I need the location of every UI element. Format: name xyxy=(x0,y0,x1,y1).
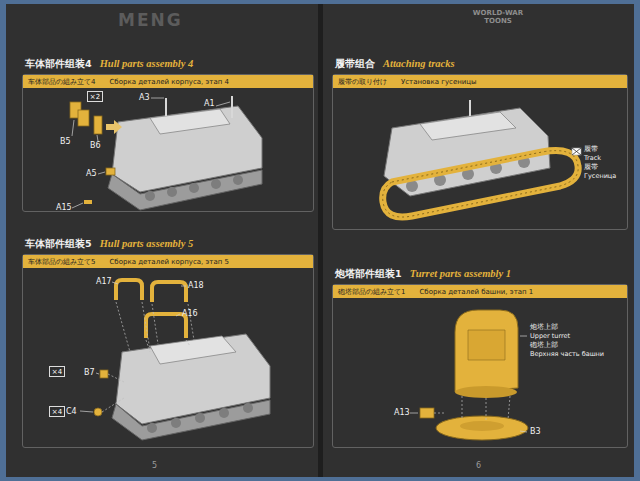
heading-chinese: 车体部件组装4 xyxy=(25,58,92,71)
subtitle-japanese: 车体部品の組み立て4 xyxy=(28,77,95,87)
track-figure xyxy=(383,100,581,217)
section-heading: 炮塔部件组装1 Turret parts assembly 1 xyxy=(335,268,511,281)
callout-number: A17 xyxy=(96,278,112,286)
quantity-box: ×4 xyxy=(49,406,65,417)
part-label: Гусеница xyxy=(584,173,616,180)
hull-figure-5 xyxy=(80,280,270,440)
heading-english: Attaching tracks xyxy=(383,58,454,69)
quantity-mark: ×2 xyxy=(90,93,100,101)
booklet xyxy=(6,4,634,477)
subtitle-japanese: 车体部品の組み立て5 xyxy=(28,257,95,267)
part-label: 砲塔上部 xyxy=(530,342,558,349)
instruction-panel: 车体部件组装4Hull parts assembly 4车体部品の組み立て4Сб… xyxy=(22,74,314,212)
series-logo: WORLD-WAR TOONS xyxy=(468,10,528,25)
quantity-box: ×4 xyxy=(49,366,65,377)
heading-chinese: 履带组合 xyxy=(335,58,375,71)
section-heading: 车体部件组装4 Hull parts assembly 4 xyxy=(25,58,193,71)
part-label: 履帯 xyxy=(584,164,598,171)
callout-number: B6 xyxy=(90,142,101,150)
subtitle-band: 履帯の取り付け Установка гусеницы xyxy=(333,75,627,88)
callout-number: A16 xyxy=(182,310,198,318)
callout-number: A5 xyxy=(86,170,97,178)
subtitle-russian: Сборка деталей корпуса, этап 4 xyxy=(109,78,228,86)
callout-number: B5 xyxy=(60,138,71,146)
callout-number: A18 xyxy=(188,282,204,290)
section-heading: 履带组合 Attaching tracks xyxy=(335,58,454,71)
part-label: Track xyxy=(584,155,601,162)
subtitle-band: 砲塔部品の組み立て1 Сборка деталей башни, этап 1 xyxy=(333,285,627,298)
quantity-mark: ×4 xyxy=(52,408,62,416)
part-label: 炮塔上部 xyxy=(530,324,558,331)
subtitle-band: 车体部品の組み立て5 Сборка деталей корпуса, этап 5 xyxy=(23,255,313,268)
part-label: Upper turret xyxy=(530,333,570,340)
quantity-mark: ×4 xyxy=(52,368,62,376)
heading-english: Hull parts assembly 4 xyxy=(100,58,194,69)
spine xyxy=(318,4,323,477)
section-heading: 车体部件组装5 Hull parts assembly 5 xyxy=(25,238,193,251)
part-label: Верхняя часть башни xyxy=(530,351,604,358)
page-number: 6 xyxy=(476,462,481,470)
callout-number: A3 xyxy=(139,94,150,102)
instruction-panel: 履带组合Attaching tracks履帯の取り付けУстановка гус… xyxy=(332,74,628,230)
subtitle-russian: Установка гусеницы xyxy=(401,78,477,86)
subtitle-japanese: 履帯の取り付け xyxy=(338,77,387,87)
subtitle-russian: Сборка деталей башни, этап 1 xyxy=(419,288,533,296)
heading-chinese: 车体部件组装5 xyxy=(25,238,92,251)
callout-number: B7 xyxy=(84,369,95,377)
callout-number: A1 xyxy=(204,100,215,108)
heading-english: Hull parts assembly 5 xyxy=(100,238,194,249)
quantity-box: ×2 xyxy=(87,91,103,102)
instruction-panel: 炮塔部件组装1Turret parts assembly 1砲塔部品の組み立て1… xyxy=(332,284,628,448)
callout-number: A13 xyxy=(394,409,410,417)
subtitle-russian: Сборка деталей корпуса, этап 5 xyxy=(109,258,228,266)
heading-english: Turret parts assembly 1 xyxy=(410,268,511,279)
brand-logo: MENG xyxy=(118,12,183,29)
part-label: 履带 xyxy=(584,146,598,153)
subtitle-band: 车体部品の組み立て4 Сборка деталей корпуса, этап 4 xyxy=(23,75,313,88)
turret-figure xyxy=(410,310,528,440)
hull-figure-4 xyxy=(70,96,262,210)
page-number: 5 xyxy=(152,462,157,470)
subtitle-japanese: 砲塔部品の組み立て1 xyxy=(338,287,405,297)
callout-number: B3 xyxy=(530,428,541,436)
instruction-panel: 车体部件组装5Hull parts assembly 5车体部品の組み立て5Сб… xyxy=(22,254,314,448)
heading-chinese: 炮塔部件组装1 xyxy=(335,268,402,281)
callout-number: C4 xyxy=(66,408,77,416)
callout-number: A15 xyxy=(56,204,72,212)
